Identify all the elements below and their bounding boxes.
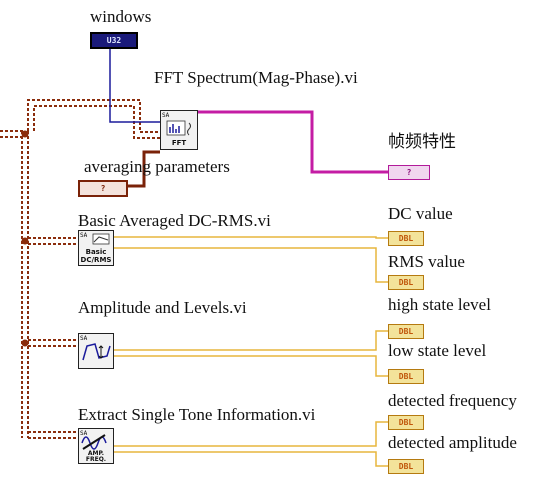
fft-spectrum-label: FFT Spectrum(Mag-Phase).vi [154,68,358,87]
high-state-level-label: high state level [388,295,491,314]
dc-value-indicator[interactable]: DBL [388,231,424,246]
frame-spectrum-label: 帧频特性 [388,132,456,151]
detected-frequency-indicator[interactable]: DBL [388,415,424,430]
rms-value-label: RMS value [388,252,465,271]
averaging-parameters-label: averaging parameters [84,157,230,176]
detected-amplitude-indicator[interactable]: DBL [388,459,424,474]
windows-constant[interactable]: U32 [90,32,138,49]
basic-averaged-dc-rms-vi[interactable]: SA Basic DC/RMS [78,230,114,266]
extract-tone-label: Extract Single Tone Information.vi [78,405,316,424]
windows-wire [109,46,160,123]
basic-averaged-label: Basic Averaged DC-RMS.vi [78,211,271,230]
averaging-parameters-constant[interactable]: ? [78,180,128,197]
amplitude-levels-label: Amplitude and Levels.vi [78,298,247,317]
basic-line-1: Basic [85,248,107,256]
low-level-wire [114,355,388,377]
spectrum-output-wire [197,110,388,174]
spectrum-icon [166,120,191,136]
vi-tag: SA [162,112,170,119]
extract-single-tone-vi[interactable]: SA AMP. FREQ. [78,428,114,464]
amplitude-wire [114,451,388,467]
dc-wire [114,236,388,239]
averaging-wire [128,150,160,188]
rms-wire [114,247,388,283]
low-state-level-indicator[interactable]: DBL [388,369,424,384]
indicator-text: DBL [398,418,414,427]
indicator-text: DBL [398,327,414,336]
dc-value-label: DC value [388,204,453,223]
rms-value-indicator[interactable]: DBL [388,275,424,290]
fft-spectrum-vi[interactable]: SA FFT [160,110,198,150]
indicator-text: ? [406,168,412,177]
fft-icon-text: FFT [171,139,187,147]
input-waveform-wire [0,99,160,439]
vi-tag: SA [80,335,88,342]
frequency-wire [114,421,388,447]
high-state-level-indicator[interactable]: DBL [388,324,424,339]
amplitude-and-levels-vi[interactable]: SA [78,333,114,369]
windows-label: windows [90,7,152,26]
detected-amplitude-label: detected amplitude [388,433,517,452]
indicator-text: DBL [398,462,414,471]
frame-spectrum-indicator[interactable]: ? [388,165,430,180]
wire-junction [21,339,29,347]
high-level-wire [114,330,388,351]
wire-junction [21,130,29,138]
windows-constant-text: U32 [106,36,122,45]
waveform-icon [92,233,110,245]
vi-tag: SA [80,430,88,437]
vi-tag: SA [80,232,88,239]
low-state-level-label: low state level [388,341,487,360]
indicator-text: DBL [398,278,414,287]
basic-line-2: DC/RMS [80,256,112,264]
detected-frequency-label: detected frequency [388,391,517,410]
freq-icon-text: FREQ. [85,456,107,463]
averaging-constant-text: ? [100,184,106,193]
sine-tone-icon [81,434,107,450]
indicator-text: DBL [398,372,414,381]
indicator-text: DBL [398,234,414,243]
pulse-level-icon [82,343,111,361]
amp-icon-text: AMP. [87,450,105,457]
wire-junction [21,237,29,245]
